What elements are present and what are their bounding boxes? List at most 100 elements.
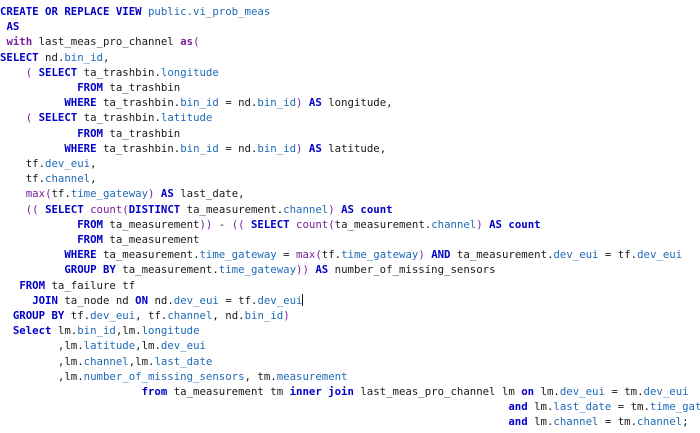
code-line[interactable]: ,lm.number_of_missing_sensors, tm.measur… <box>0 369 348 384</box>
sql-keyword: GROUP BY <box>64 263 116 277</box>
code-line[interactable]: JOIN ta_node nd ON nd.dev_eui = tf.dev_e… <box>0 293 304 308</box>
sql-keyword: AS <box>308 141 322 155</box>
code-line[interactable]: FROM ta_trashbin <box>0 126 180 141</box>
code-text: = nd. <box>218 96 258 110</box>
code-text: ,lm. <box>135 339 161 353</box>
code-text: , <box>90 157 97 170</box>
sql-paren: ) <box>148 187 155 201</box>
sql-paren: ( <box>122 202 129 216</box>
sql-identifier: dev_eui <box>90 309 136 322</box>
code-line[interactable]: WHERE ta_measurement.time_gateway = max(… <box>0 247 682 262</box>
sql-keyword: AS count <box>341 202 393 216</box>
sql-paren: )) <box>199 217 213 231</box>
code-line[interactable]: AS <box>0 19 19 34</box>
code-line[interactable]: GROUP BY ta_measurement.time_gateway)) A… <box>0 262 496 277</box>
code-text: number_of_missing_sensors <box>328 263 496 277</box>
code-line[interactable]: SELECT nd.bin_id, <box>0 50 109 65</box>
code-text <box>0 324 13 337</box>
sql-keyword: AS count <box>489 217 541 231</box>
sql-identifier: channel <box>431 217 477 231</box>
code-line[interactable]: tf.dev_eui, <box>0 156 97 171</box>
sql-paren: ) <box>328 202 335 216</box>
code-text: tf. <box>64 309 91 322</box>
code-text <box>0 385 142 398</box>
code-text: longitude, <box>321 96 393 110</box>
sql-identifier: bin_id <box>64 50 103 64</box>
sql-keyword: FROM <box>77 81 103 94</box>
sql-identifier: dev_eui <box>257 293 303 307</box>
sql-identifier: bin_id <box>77 324 116 338</box>
sql-identifier: number_of_missing_sensors <box>83 369 245 383</box>
code-text <box>0 233 77 246</box>
sql-identifier: channel <box>83 354 129 368</box>
sql-paren: ( <box>328 217 335 231</box>
code-line[interactable]: ,lm.channel,lm.last_date <box>0 354 212 369</box>
code-text: ta_measurement. <box>180 202 284 216</box>
code-text <box>0 81 77 94</box>
code-line[interactable]: WHERE ta_trashbin.bin_id = nd.bin_id) AS… <box>0 95 393 110</box>
code-text: ta_measurement <box>102 217 200 231</box>
code-text: latitude, <box>321 141 387 155</box>
code-line[interactable]: tf.channel, <box>0 171 97 186</box>
code-line[interactable]: FROM ta_measurement <box>0 232 199 247</box>
code-line[interactable]: FROM ta_failure tf <box>0 278 135 293</box>
code-text: , <box>102 50 110 64</box>
code-text <box>0 294 32 307</box>
sql-keyword: SELECT <box>38 111 78 125</box>
code-line[interactable]: FROM ta_measurement)) - (( SELECT count(… <box>0 217 541 232</box>
sql-identifier: bin_id <box>180 141 219 155</box>
code-text: ta_measurement. <box>96 248 200 262</box>
code-text: ta_measurement. <box>334 217 432 231</box>
code-line[interactable]: (( SELECT count(DISTINCT ta_measurement.… <box>0 202 393 217</box>
code-line[interactable]: ( SELECT ta_trashbin.latitude <box>0 110 213 125</box>
code-text <box>0 187 26 200</box>
sql-identifier: time_gateway <box>70 187 149 201</box>
sql-identifier: bin_id <box>257 141 297 155</box>
sql-identifier: channel <box>283 202 329 216</box>
code-line[interactable]: and lm.last_date = tm.time_gateway <box>0 399 700 414</box>
sql-identifier: time_gateway <box>199 248 277 262</box>
sql-keyword: JOIN <box>32 293 58 307</box>
code-line[interactable]: FROM ta_trashbin <box>0 80 180 95</box>
code-text: tf. <box>0 172 46 186</box>
code-line[interactable]: GROUP BY tf.dev_eui, tf.channel, nd.bin_… <box>0 308 290 323</box>
code-text: nd. <box>148 293 174 307</box>
sql-paren: (( <box>25 202 39 216</box>
code-text: lm. <box>527 400 554 414</box>
sql-keyword: on <box>521 385 535 398</box>
sql-identifier: latitude <box>160 111 213 125</box>
code-line[interactable]: Select lm.bin_id,lm.longitude <box>0 323 200 338</box>
code-line[interactable]: WHERE ta_trashbin.bin_id = nd.bin_id) AS… <box>0 141 386 156</box>
code-line[interactable]: ( SELECT ta_trashbin.longitude <box>0 65 219 80</box>
sql-identifier: dev_eui <box>173 293 219 307</box>
sql-identifier: channel <box>553 415 599 429</box>
sql-keyword: SELECT <box>0 50 39 64</box>
sql-identifier: public.vi_prob_meas <box>148 5 271 18</box>
code-text: ta_trashbin. <box>96 141 181 155</box>
code-line[interactable]: CREATE OR REPLACE VIEW public.vi_prob_me… <box>0 4 270 19</box>
sql-identifier: last_date <box>154 354 213 368</box>
sql-keyword: SELECT <box>38 65 78 79</box>
sql-paren: ) <box>296 141 303 155</box>
sql-keyword: inner join <box>289 385 354 398</box>
sql-identifier: dev_eui <box>637 248 683 262</box>
code-text: last_meas_pro_channel <box>32 35 181 49</box>
code-text: , tf. <box>135 309 168 322</box>
code-line[interactable]: and lm.channel = tm.channel; <box>0 414 688 429</box>
sql-identifier: bin_id <box>180 96 219 110</box>
sql-keyword: FROM <box>77 126 103 140</box>
sql-identifier: last_date <box>553 400 612 414</box>
code-line[interactable]: max(tf.time_gateway) AS last_date, <box>0 186 245 201</box>
code-line[interactable]: from ta_measurement tm inner join last_m… <box>0 384 689 399</box>
sql-identifier: bin_id <box>244 309 284 322</box>
sql-identifier: dev_eui <box>553 248 599 262</box>
code-text: nd. <box>38 50 65 64</box>
code-text: ta_measurement. <box>115 263 219 277</box>
sql-keyword: AS <box>315 263 329 277</box>
code-line[interactable]: ,lm.latitude,lm.dev_eui <box>0 338 206 353</box>
code-text <box>0 309 13 322</box>
sql-keyword: WHERE <box>64 96 97 110</box>
sql-identifier: dev_eui <box>643 385 689 398</box>
code-line[interactable]: with last_meas_pro_channel as( <box>0 34 199 49</box>
